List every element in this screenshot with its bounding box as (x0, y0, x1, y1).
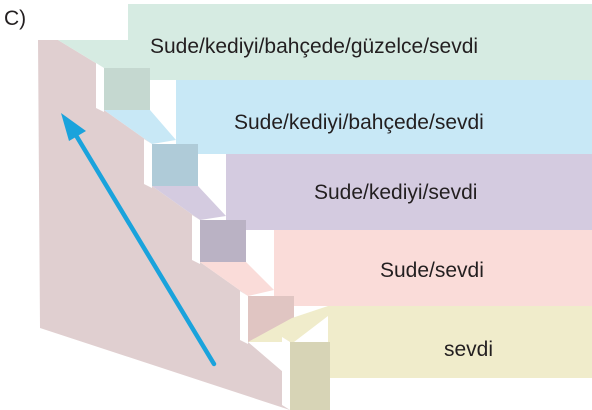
step-4-riser (152, 144, 198, 186)
step-1-edge (282, 337, 290, 410)
step-3-riser (200, 220, 246, 262)
step-3-riser-shade (200, 220, 246, 262)
step-1-riser-shade (290, 342, 330, 410)
step-label-3: Sude/kediyi/sevdi (314, 181, 478, 204)
step-2-top (200, 262, 274, 296)
step-1-riser (290, 342, 330, 410)
step-3-edge (192, 215, 200, 264)
step-band-1 (328, 306, 592, 378)
step-label-5: Sude/kediyi/bahçede/güzelce/sevdi (150, 35, 479, 58)
step-label-2: Sude/sevdi (380, 259, 484, 282)
step-band-4 (176, 80, 592, 154)
step-5-riser-shade (104, 68, 150, 110)
option-label: C) (4, 7, 27, 30)
step-3-top (152, 186, 226, 220)
step-4-riser-shade (152, 144, 198, 186)
step-5-edge (96, 63, 104, 112)
step-label-4: Sude/kediyi/bahçede/sevdi (234, 111, 484, 134)
step-label-1: sevdi (444, 338, 494, 361)
step-4-edge (144, 139, 152, 188)
staircase-wall (38, 40, 290, 410)
step-5-top (58, 40, 150, 68)
ascending-arrow-head (61, 113, 86, 141)
step-1-top (248, 306, 328, 342)
step-5-riser (104, 68, 150, 110)
step-4-top (104, 110, 176, 144)
ascending-arrow-shaft (71, 129, 217, 367)
step-band-5 (128, 4, 592, 80)
step-band-2 (274, 230, 592, 306)
step-2-edge (240, 291, 248, 344)
step-band-3 (226, 154, 592, 230)
